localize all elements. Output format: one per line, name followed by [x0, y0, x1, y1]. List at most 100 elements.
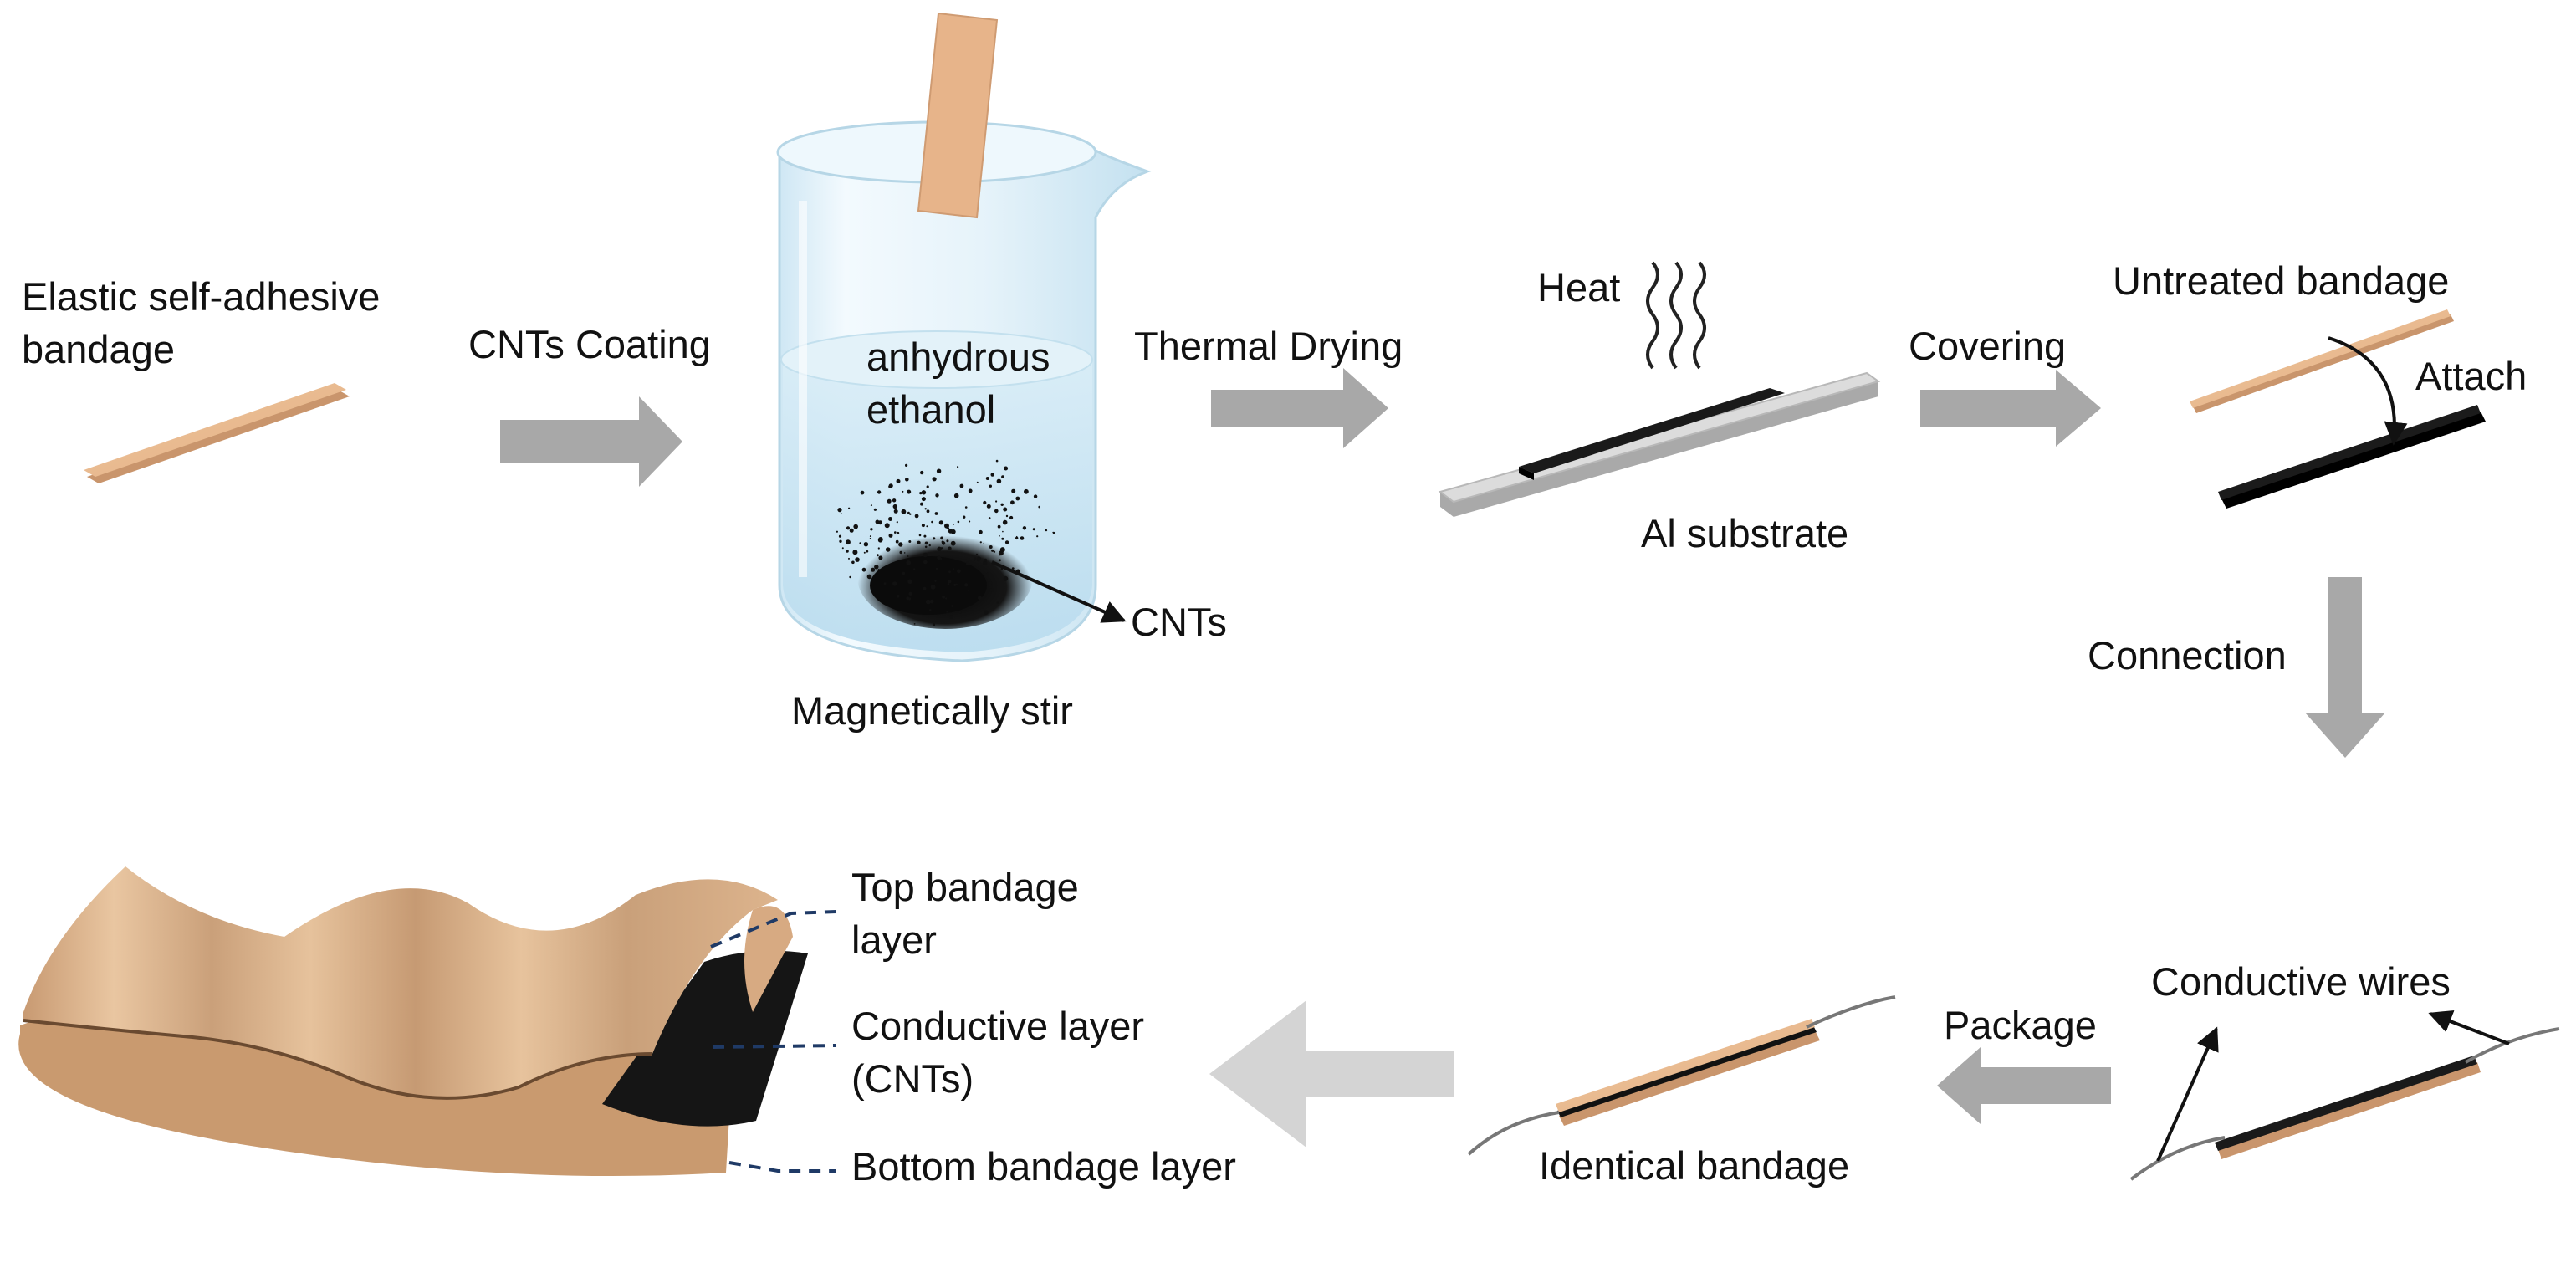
cnt-particle: [932, 477, 937, 482]
cnt-particle: [952, 557, 953, 560]
cnt-particle: [935, 493, 939, 498]
cnt-particle: [1015, 536, 1019, 540]
arrow-cnts-coating: [500, 396, 682, 487]
cnt-particle: [1002, 519, 1008, 525]
cnt-particle: [907, 555, 909, 557]
cnt-particle: [907, 579, 912, 585]
cnt-particle: [979, 529, 983, 534]
cnt-particle: [896, 521, 898, 524]
cnt-particle: [929, 599, 934, 604]
label-heat: Heat: [1537, 265, 1621, 309]
cnt-particle: [883, 582, 887, 585]
cnt-particle: [837, 508, 842, 513]
cnt-particle: [937, 555, 941, 560]
cnt-particle: [1004, 466, 1009, 471]
arrow-thermal-drying: [1211, 368, 1388, 448]
cnt-particle: [893, 509, 898, 514]
wire-pointer-right: [2428, 1010, 2510, 1045]
cnt-particle: [860, 490, 865, 495]
cnt-particle: [920, 470, 924, 475]
cnt-particle: [968, 488, 973, 493]
cnt-particle: [913, 568, 916, 570]
cnt-particle: [921, 524, 925, 528]
arrow-connection: [2305, 577, 2385, 758]
cnt-particle: [997, 524, 1001, 529]
cnt-particle: [1052, 531, 1055, 534]
cnt-particle: [906, 560, 911, 565]
cnt-particle: [932, 623, 936, 626]
cnt-particle: [885, 547, 891, 552]
cnt-particle: [908, 540, 912, 543]
cnt-particle: [945, 597, 948, 600]
cnt-particle: [878, 537, 883, 542]
cnt-particle: [949, 615, 953, 619]
cnt-particle: [986, 572, 990, 575]
cnt-particle: [1004, 540, 1009, 544]
cnt-particle: [852, 550, 858, 555]
cnt-particle: [929, 609, 932, 611]
cnt-particle: [894, 531, 897, 534]
cnt-particle: [919, 492, 923, 495]
cnt-particle: [1001, 475, 1004, 478]
cnt-particle: [983, 500, 987, 505]
cnt-particle: [953, 493, 959, 498]
cnt-particle: [957, 466, 959, 468]
label-cnts: CNTs: [1131, 600, 1227, 644]
cnt-particle: [902, 490, 904, 493]
cnt-particle: [836, 530, 839, 533]
cnt-particle: [846, 550, 849, 553]
cnt-particle: [901, 509, 907, 514]
cnt-particle: [982, 560, 988, 566]
cnt-particle: [942, 595, 945, 599]
cnt-particle: [848, 557, 850, 560]
layer-leaders: [710, 910, 837, 1173]
cnt-particle: [953, 524, 954, 525]
cnt-particle: [917, 540, 921, 544]
cnt-particle: [905, 478, 909, 482]
cnt-particle: [888, 517, 892, 521]
cnt-particle: [944, 523, 949, 529]
cnt-particle: [940, 536, 943, 540]
cnt-particle: [948, 546, 952, 550]
cnt-particle: [1001, 537, 1004, 540]
cnt-particle: [841, 513, 842, 514]
cnt-particle: [941, 541, 946, 545]
label-bottom-bandage-layer: Bottom bandage layer: [851, 1144, 1236, 1189]
heat-waves-icon: [1646, 261, 1706, 370]
cnt-particle: [895, 539, 899, 544]
label-package: Package: [1944, 1003, 2097, 1047]
cnt-particle: [839, 539, 842, 543]
al-substrate: [1438, 371, 1881, 517]
cnt-particle: [914, 514, 919, 519]
cnt-particle: [1011, 567, 1015, 570]
beaker: [776, 12, 1152, 662]
cnt-particle: [934, 580, 937, 582]
cnt-particle: [957, 520, 960, 524]
cnt-particle: [966, 561, 969, 565]
cnt-particle: [849, 528, 854, 533]
cnt-particle: [986, 504, 991, 509]
cnt-particle: [873, 508, 877, 511]
cnt-particle: [906, 596, 910, 601]
cnt-particle: [884, 523, 890, 529]
cnt-particle: [1003, 507, 1008, 512]
cnt-particle: [959, 483, 964, 488]
cnt-particle: [934, 512, 938, 515]
cnt-particle: [863, 551, 866, 554]
attach-curved-arrow: [2328, 336, 2408, 446]
cnt-particle: [899, 550, 902, 555]
cnts-pointer-arrow: [991, 560, 1127, 623]
label-untreated-bandage: Untreated bandage: [2113, 258, 2450, 303]
cnt-particle: [888, 485, 891, 488]
plain-bandage: [84, 383, 350, 483]
cnt-particle: [861, 567, 866, 572]
cnt-particle: [905, 463, 908, 468]
cnt-particle: [877, 547, 880, 550]
cnt-particle: [948, 580, 952, 584]
cnt-particle: [913, 623, 916, 625]
cnt-particle: [1022, 526, 1027, 530]
cnt-particle: [975, 553, 979, 555]
cnt-particle: [1015, 535, 1018, 538]
cnt-particle: [849, 575, 851, 579]
